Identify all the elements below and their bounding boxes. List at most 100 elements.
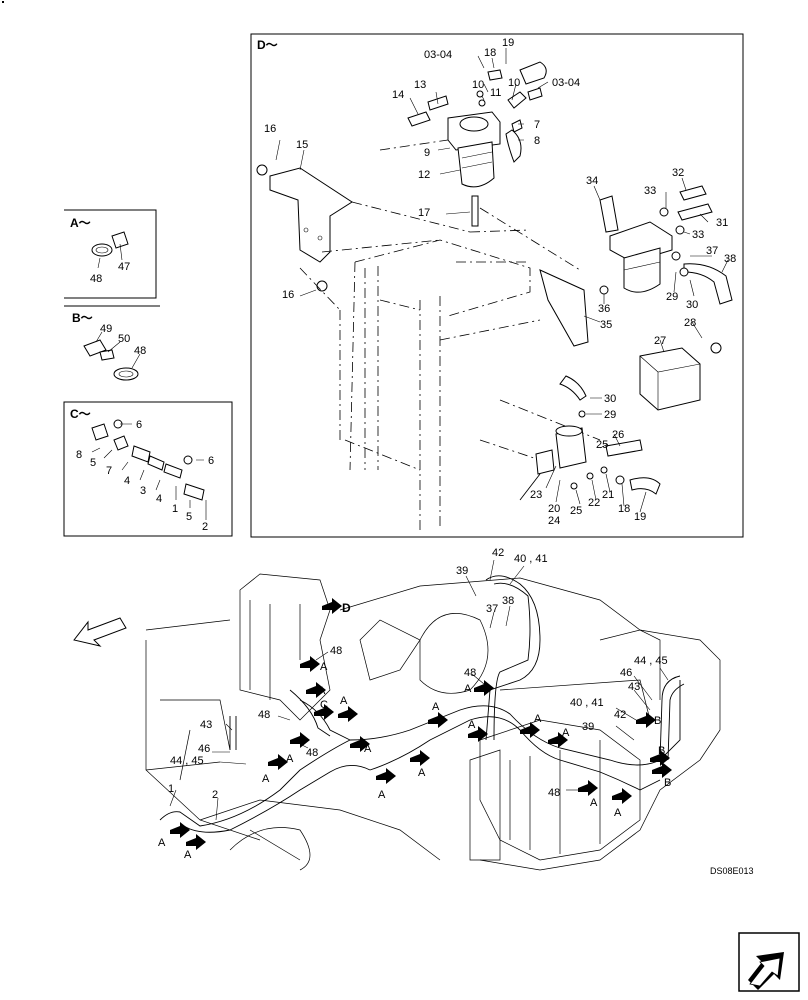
detail-d-leaders — [275, 48, 729, 513]
clamp-ring — [91, 243, 113, 257]
label: 36 — [598, 303, 610, 315]
label: 49 — [100, 323, 112, 335]
label: 03-04 — [552, 77, 580, 89]
label: 4 — [124, 475, 130, 487]
navigate-arrow-icon[interactable] — [738, 932, 800, 992]
label: B — [654, 715, 661, 727]
frame-structure — [299, 139, 601, 530]
label: 13 — [414, 79, 426, 91]
label: 40 , 41 — [570, 697, 604, 709]
label: 2 — [202, 521, 208, 533]
label: 29 — [666, 291, 678, 303]
filter-fittings — [407, 61, 547, 163]
clip — [111, 231, 129, 249]
label: 16 — [264, 123, 276, 135]
label: A — [614, 807, 622, 819]
main-assembly: 42 40 , 41 39 37 38 48 A D 48 A A C A A … — [73, 547, 754, 876]
label: 7 — [534, 119, 540, 131]
detail-c-panel: C～ 6 8 5 7 4 3 4 1 6 5 2 — [63, 401, 233, 537]
label: 43 — [200, 719, 212, 731]
label: 6 — [136, 419, 142, 431]
label: 40 , 41 — [514, 553, 548, 565]
label: 48 — [330, 645, 342, 657]
label: A — [318, 685, 326, 697]
label: C — [320, 699, 328, 711]
label: 25 — [596, 439, 608, 451]
label: B — [664, 777, 671, 789]
fuel-filter — [447, 111, 501, 227]
label: A — [320, 661, 328, 673]
label: 14 — [392, 89, 404, 101]
drawing-code: DS08E013 — [710, 866, 754, 876]
label: 47 — [118, 261, 130, 273]
main-labels: 42 40 , 41 39 37 38 48 A D 48 A A C A A … — [158, 547, 671, 861]
detail-b-title: B～ — [72, 311, 93, 325]
label: 50 — [118, 333, 130, 345]
detail-d-panel: D～ — [250, 33, 744, 538]
detail-a-title: A～ — [70, 216, 91, 230]
label: A — [418, 767, 426, 779]
clamp-ring — [113, 367, 139, 381]
label: 3 — [140, 485, 146, 497]
label: 48 — [90, 273, 102, 285]
label: 03-04 — [424, 49, 452, 61]
label: 4 — [156, 493, 162, 505]
label: 17 — [418, 207, 430, 219]
label: 48 — [548, 787, 560, 799]
label: 44 , 45 — [634, 655, 668, 667]
label: 48 — [464, 667, 476, 679]
label: 23 — [530, 489, 542, 501]
label: A — [590, 797, 598, 809]
detail-b-panel: B～ 49 50 48 — [64, 305, 160, 381]
label: 35 — [600, 319, 612, 331]
corner-mark — [2, 1, 4, 3]
label: 24 — [548, 515, 560, 527]
label: 34 — [586, 175, 598, 187]
label: 48 — [306, 747, 318, 759]
label: A — [378, 789, 386, 801]
label: 18 — [618, 503, 630, 515]
label: 7 — [106, 465, 112, 477]
label: 30 — [686, 299, 698, 311]
label: 25 — [570, 505, 582, 517]
label: A — [468, 719, 476, 731]
label: 19 — [502, 37, 514, 49]
label: A — [432, 701, 440, 713]
front-direction-arrow — [73, 617, 127, 647]
label: 5 — [186, 511, 192, 523]
label: 10 — [472, 79, 484, 91]
detail-a-frame — [64, 209, 157, 299]
label: 20 — [548, 503, 560, 515]
label: 1 — [172, 503, 178, 515]
label: 39 — [582, 721, 594, 733]
clamp-arrows — [170, 598, 672, 850]
label: A — [286, 753, 294, 765]
relay-box-27 — [639, 342, 722, 411]
detail-d-labels: 03-04 18 19 10 11 10 03-04 13 14 9 7 8 1… — [264, 37, 736, 527]
detail-d-frame — [250, 33, 744, 538]
label: A — [464, 683, 472, 695]
label: 37 — [486, 603, 498, 615]
label: 11 — [490, 87, 501, 99]
label: 2 — [212, 789, 218, 801]
label: 46 — [620, 667, 632, 679]
label: A — [340, 695, 348, 707]
label: 22 — [588, 497, 600, 509]
label: 8 — [76, 449, 82, 461]
label: 6 — [208, 455, 214, 467]
label: A — [262, 773, 270, 785]
label: 48 — [134, 345, 146, 357]
label: 8 — [534, 135, 540, 147]
label: 32 — [672, 167, 684, 179]
fuel-pump — [519, 375, 661, 501]
label: 33 — [692, 229, 704, 241]
label: 42 — [614, 709, 626, 721]
label: 44 , 45 — [170, 755, 204, 767]
detail-c-title: C～ — [70, 407, 91, 421]
label: 38 — [502, 595, 514, 607]
label: 43 — [628, 681, 640, 693]
label: A — [158, 837, 166, 849]
label: 15 — [296, 139, 308, 151]
label: 12 — [418, 169, 430, 181]
label: 28 — [684, 317, 696, 329]
